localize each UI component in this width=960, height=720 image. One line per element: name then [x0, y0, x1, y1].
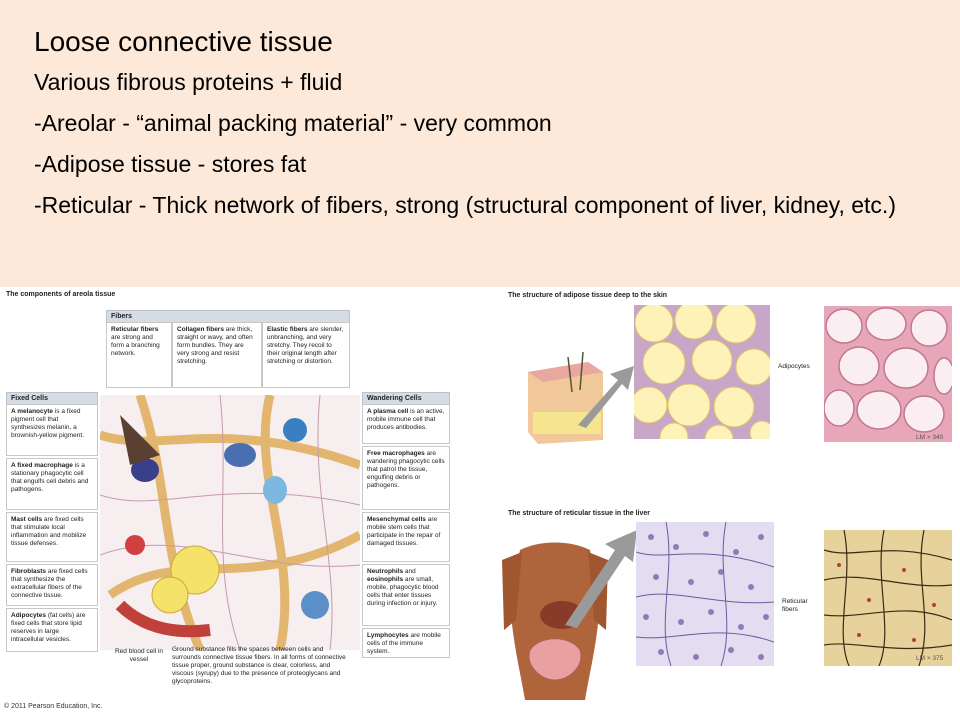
rbc-label: Red blood cell in vessel	[114, 648, 164, 663]
reticular-micrograph	[824, 530, 952, 666]
wandering-neutrophil-desc: Neutrophils and eosinophils are small, m…	[362, 564, 450, 626]
copyright-notice: © 2011 Pearson Education, Inc.	[4, 703, 103, 710]
adipose-zoom-arrow	[578, 366, 634, 428]
fixed-mast-desc: Mast cells are fixed cells that stimulat…	[6, 512, 98, 562]
fixed-adipocyte-desc: Adipocytes (fat cells) are fixed cells t…	[6, 608, 98, 652]
fiber-elastic-desc: Elastic fibers are slender, unbranching,…	[262, 322, 350, 388]
fiber-reticular-desc: Reticular fibers are strong and form a b…	[106, 322, 172, 388]
adipose-magnification: LM × 340	[916, 434, 944, 441]
ground-substance-desc: Ground substance fills the spaces betwee…	[172, 646, 346, 685]
wandering-mesenchymal-desc: Mesenchymal cells are mobile stem cells …	[362, 512, 450, 562]
areolar-caption: The components of areola tissue	[6, 291, 116, 298]
fixed-macrophage-desc: A fixed macrophage is a stationary phago…	[6, 458, 98, 510]
adipose-micrograph	[824, 306, 952, 442]
fiber-collagen-desc: Collagen fibers are thick, straight or w…	[172, 322, 262, 388]
fixed-melanocyte-desc: A melanocyte is a fixed pigment cell tha…	[6, 404, 98, 456]
bullet-line-2: -Areolar - “animal packing material” - v…	[34, 110, 552, 136]
wandering-macrophage-desc: Free macrophages are wandering phagocyti…	[362, 446, 450, 510]
bullet-line-3: -Adipose tissue - stores fat	[34, 151, 307, 177]
reticular-illustration	[636, 522, 774, 666]
bullet-line-4: -Reticular - Thick network of fibers, st…	[34, 192, 896, 218]
areolar-illustration	[100, 395, 360, 650]
adipocytes-label: Adipocytes	[778, 363, 810, 370]
reticular-caption: The structure of reticular tissue in the…	[508, 510, 650, 517]
adipose-illustration	[634, 305, 770, 439]
slide-header-area	[0, 0, 960, 287]
wandering-plasma-desc: A plasma cell is an active, mobile immun…	[362, 404, 450, 444]
bullet-line-1: Various fibrous proteins + fluid	[34, 69, 343, 95]
reticular-fibers-label: Reticular fibers	[782, 598, 808, 613]
skin-diagram	[528, 352, 603, 444]
reticular-magnification: LM × 375	[916, 655, 944, 662]
reticular-zoom-arrow	[565, 530, 637, 628]
wandering-lymphocyte-desc: Lymphocytes are mobile cells of the immu…	[362, 628, 450, 658]
slide-text: Loose connective tissue Various fibrous …	[34, 22, 934, 232]
adipose-caption: The structure of adipose tissue deep to …	[508, 292, 668, 299]
slide-title: Loose connective tissue	[34, 26, 333, 57]
fixed-fibroblast-desc: Fibroblasts are fixed cells that synthes…	[6, 564, 98, 606]
